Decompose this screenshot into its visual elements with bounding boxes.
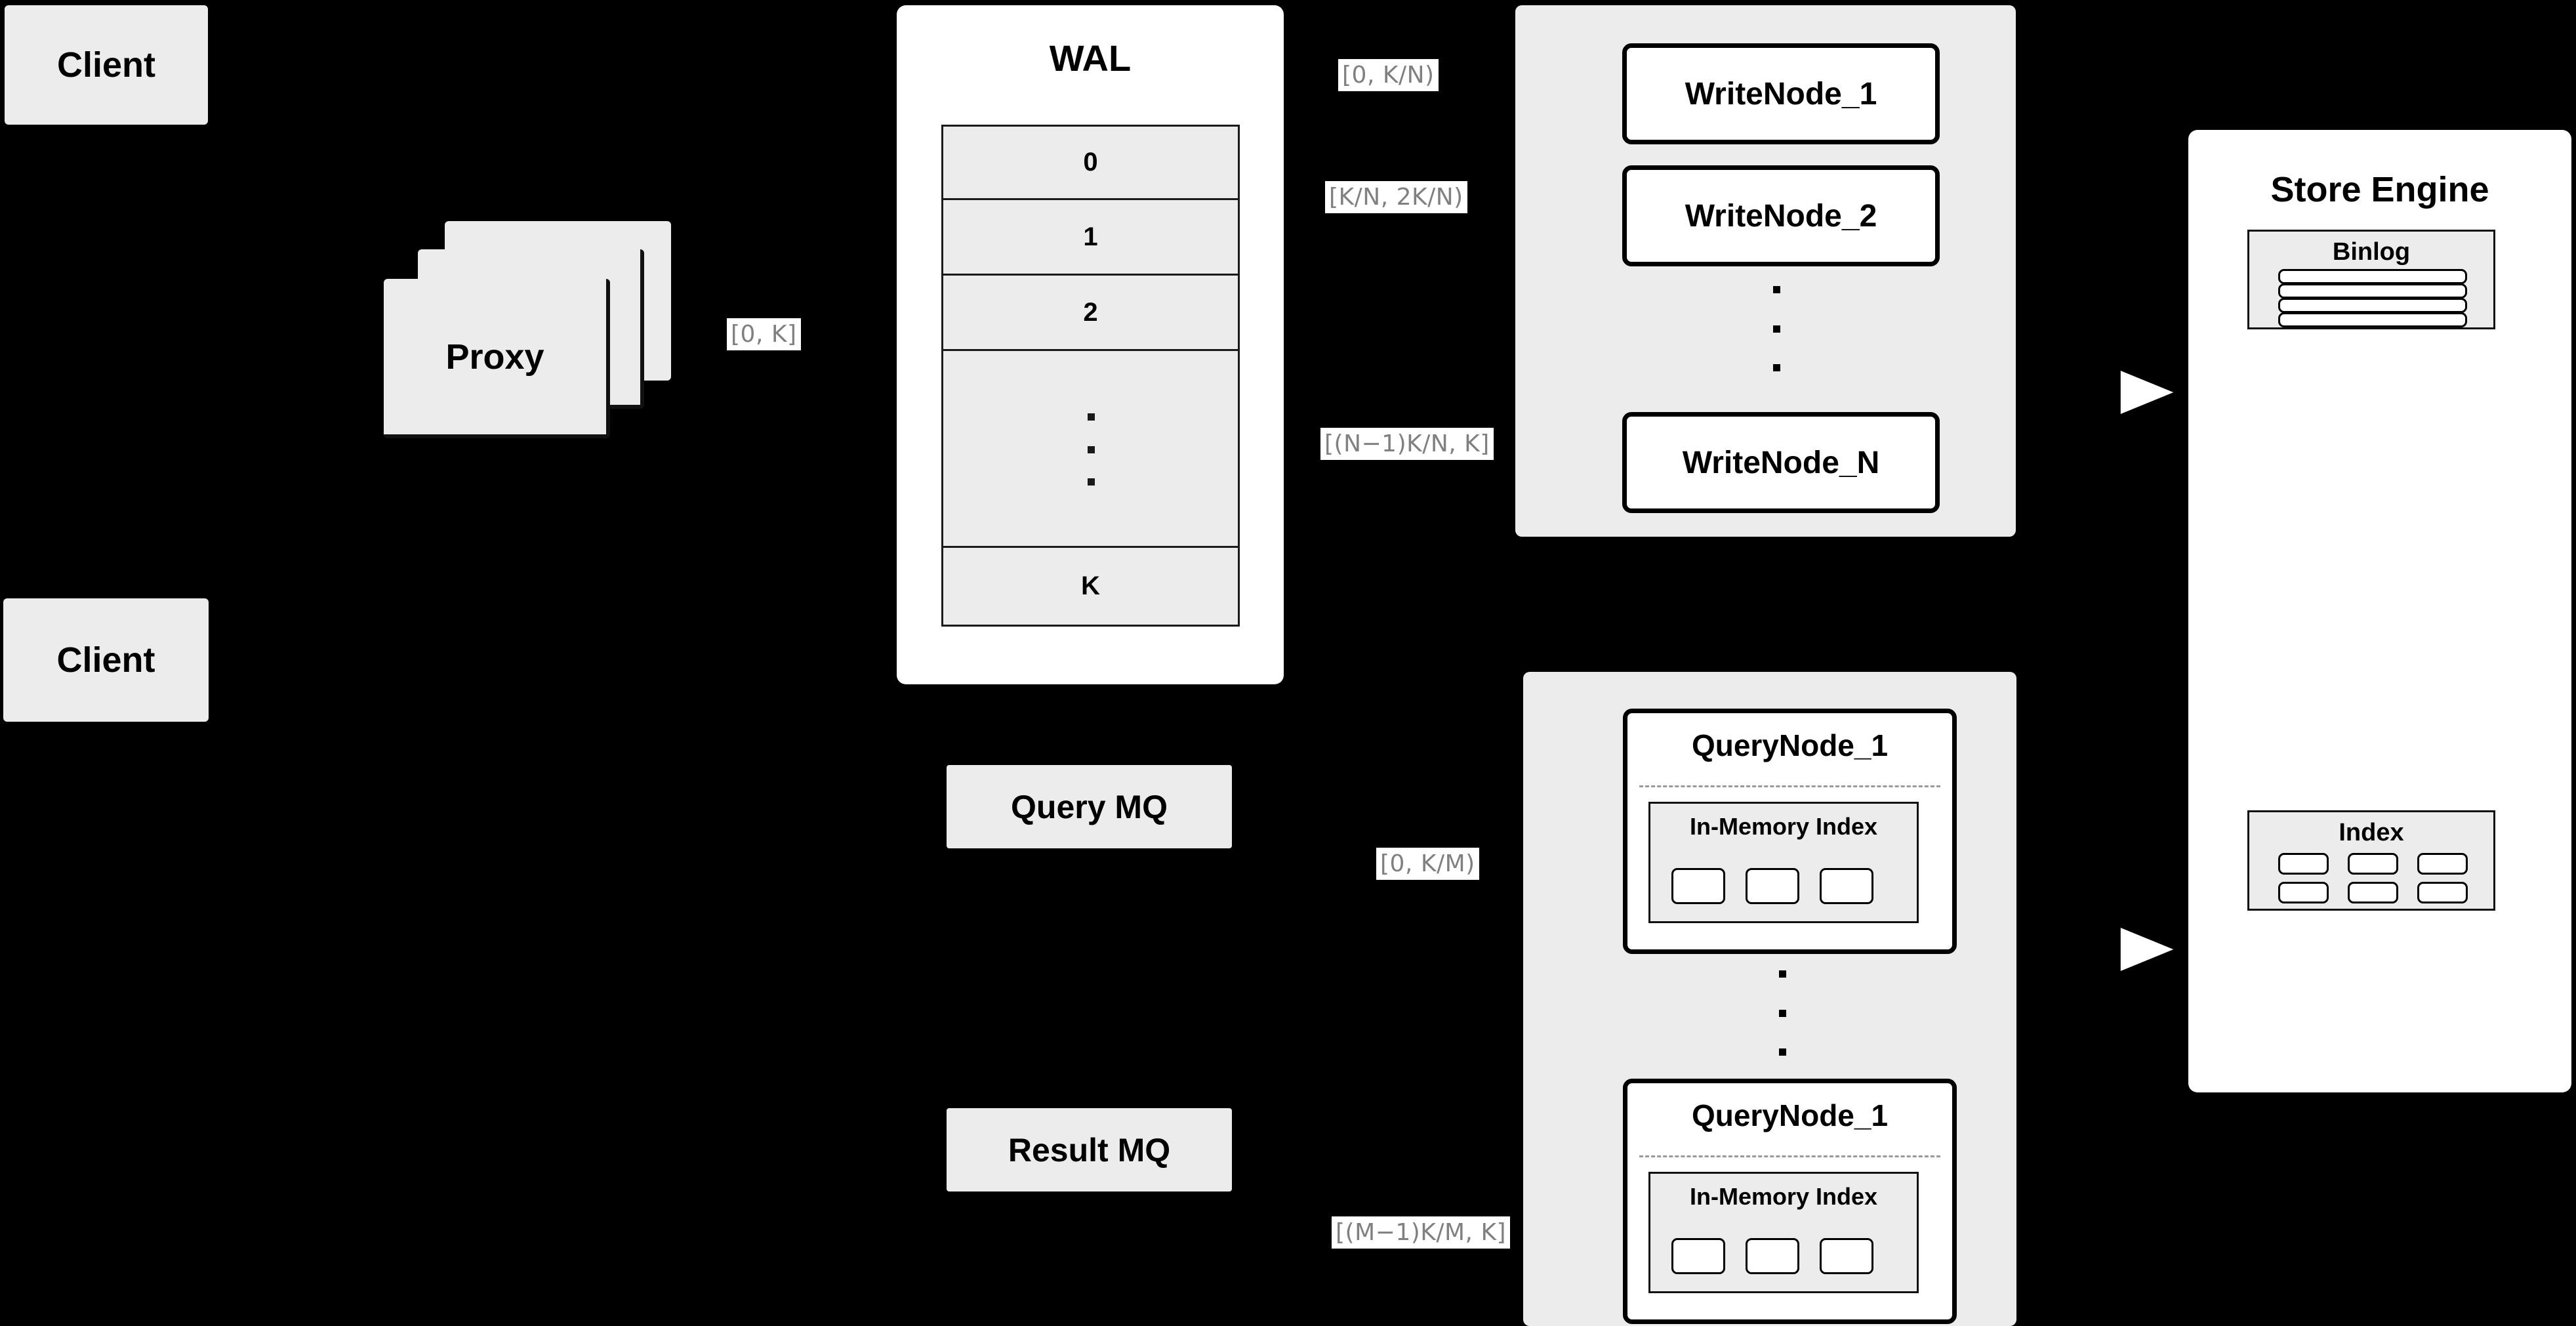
write-node-cluster-panel: WriteNode_1 WriteNode_2 WriteNode_N (1515, 5, 2016, 537)
binlog-panel: Binlog (2247, 230, 2495, 329)
query-mq-label: Query MQ (1011, 788, 1168, 825)
query-node-label: QueryNode_1 (1691, 728, 1889, 762)
index-block[interactable] (2348, 882, 2398, 903)
wal-panel: WAL 0 1 2 K (897, 5, 1284, 684)
query-node-ellipsis-icon (1779, 970, 1786, 1056)
in-memory-index-title: In-Memory Index (1689, 1183, 1878, 1210)
wal-title: WAL (1049, 37, 1132, 79)
wal-row[interactable]: K (1081, 571, 1100, 600)
query-mq-box[interactable]: Query MQ (947, 765, 1232, 848)
wal-row[interactable]: 0 (943, 127, 1238, 200)
proxy-range-label: [0, K] (727, 318, 801, 350)
index-block[interactable] (2278, 882, 2329, 903)
query-node-m[interactable]: QueryNode_1 In-Memory Index (1623, 1079, 1957, 1324)
query-node-divider (1639, 1155, 1940, 1157)
query-node-divider (1639, 785, 1940, 787)
index-segment[interactable] (1671, 868, 1725, 904)
client-label: Client (56, 640, 155, 680)
write-node-1-range-label: [0, K/N) (1338, 59, 1439, 91)
write-node-n-range-label: [(N−1)K/N, K] (1320, 428, 1494, 460)
store-index-title: Index (2339, 819, 2404, 846)
query-node-1[interactable]: QueryNode_1 In-Memory Index (1623, 709, 1957, 954)
proxy-card-front[interactable]: Proxy (384, 279, 610, 438)
store-engine-title: Store Engine (2270, 170, 2489, 209)
binlog-entry[interactable] (2278, 283, 2467, 299)
wal-row[interactable]: 2 (943, 276, 1238, 351)
in-memory-index-panel: In-Memory Index (1648, 1172, 1919, 1293)
write-node-1[interactable]: WriteNode_1 (1622, 43, 1940, 144)
index-segment[interactable] (1820, 1238, 1873, 1274)
store-engine-panel: Store Engine Binlog Index (2188, 130, 2571, 1092)
wal-row-ellipsis (943, 351, 1238, 548)
wal-row[interactable]: 1 (943, 200, 1238, 276)
client-label: Client (56, 45, 155, 85)
write-node-label: WriteNode_N (1682, 445, 1880, 480)
write-node-ellipsis-icon (1773, 286, 1780, 371)
result-mq-box[interactable]: Result MQ (947, 1108, 1232, 1191)
binlog-entry[interactable] (2278, 312, 2467, 327)
wal-ellipsis-icon (1087, 413, 1095, 486)
index-segment[interactable] (1746, 868, 1799, 904)
index-segment[interactable] (1820, 868, 1873, 904)
store-index-panel: Index (2247, 810, 2495, 911)
proxy-label: Proxy (445, 337, 544, 377)
query-node-cluster-panel: QueryNode_1 In-Memory Index QueryNode_1 … (1523, 672, 2016, 1326)
index-segment[interactable] (1671, 1238, 1725, 1274)
client-box-1[interactable]: Client (5, 5, 208, 125)
query-node-m-range-label: [(M−1)K/M, K] (1332, 1216, 1511, 1249)
binlog-entry[interactable] (2278, 269, 2467, 284)
write-node-label: WriteNode_2 (1685, 198, 1877, 234)
index-segment[interactable] (1746, 1238, 1799, 1274)
write-node-2-range-label: [K/N, 2K/N) (1325, 181, 1467, 213)
index-block[interactable] (2417, 853, 2468, 875)
in-memory-index-title: In-Memory Index (1689, 813, 1878, 840)
client-box-2[interactable]: Client (3, 598, 209, 722)
write-node-label: WriteNode_1 (1685, 76, 1877, 112)
write-node-n[interactable]: WriteNode_N (1622, 412, 1940, 513)
result-mq-label: Result MQ (1008, 1131, 1171, 1169)
index-block[interactable] (2348, 853, 2398, 875)
query-node-label: QueryNode_1 (1691, 1098, 1889, 1132)
binlog-entry[interactable] (2278, 298, 2467, 313)
index-block[interactable] (2278, 853, 2329, 875)
index-block[interactable] (2417, 882, 2468, 903)
query-node-1-range-label: [0, K/M) (1376, 848, 1479, 880)
write-node-2[interactable]: WriteNode_2 (1622, 165, 1940, 266)
wal-table: 0 1 2 K (941, 125, 1240, 627)
in-memory-index-panel: In-Memory Index (1648, 802, 1919, 923)
binlog-title: Binlog (2332, 238, 2411, 266)
